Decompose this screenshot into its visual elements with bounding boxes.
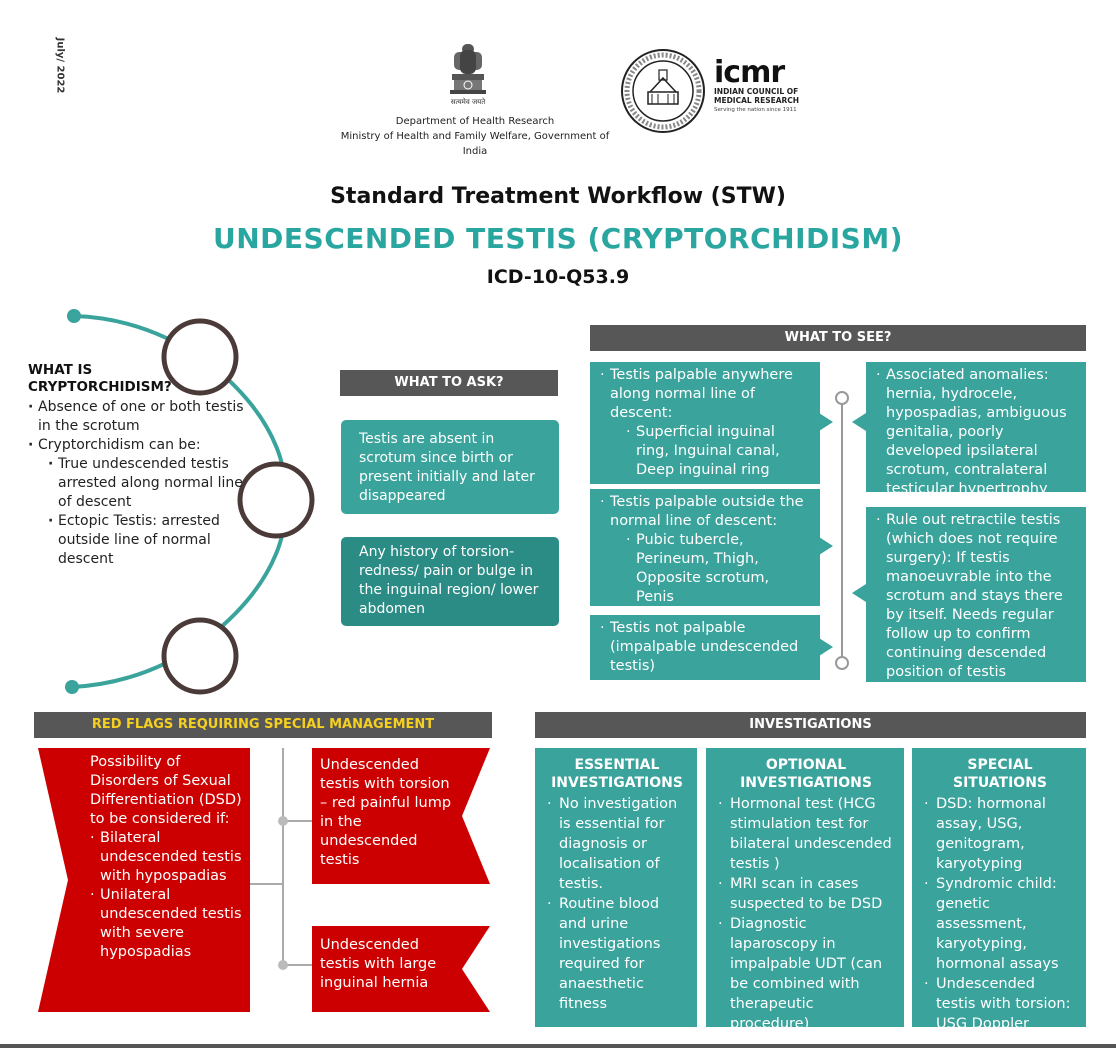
see-main-text: Associated anomalies: hernia, hydrocele,… (876, 366, 1076, 499)
national-emblem-logo: सत्यमेव जयते (440, 40, 496, 110)
department-text: Department of Health Research Ministry o… (330, 114, 620, 159)
red-flag-dsd-intro: Possibility of Disorders of Sexual Diffe… (90, 754, 242, 827)
arrow-left-icon (852, 584, 866, 602)
icmr-tagline: Serving the nation since 1911 (714, 107, 797, 113)
investigation-item: Syndromic child: genetic assessment, kar… (924, 874, 1076, 974)
arc-decoration (65, 309, 315, 695)
red-connector-dot (278, 816, 288, 826)
red-flag-hernia-shape (312, 926, 490, 1012)
see-main-text: Testis palpable outside the normal line … (600, 493, 810, 531)
what-is-item: Cryptorchidism can be: (28, 436, 258, 455)
what-is-subitem: True undescended testis arrested along n… (28, 455, 258, 512)
see-sub-text: Pubic tubercle, Perineum, Thigh, Opposit… (600, 531, 810, 607)
red-connector-h (250, 883, 284, 885)
red-connector-dot (278, 960, 288, 970)
arrow-right-icon (819, 537, 833, 555)
see-box-palpable-normal-line: Testis palpable anywhere along normal li… (590, 362, 820, 484)
see-box-palpable-outside-line: Testis palpable outside the normal line … (590, 489, 820, 606)
see-main-text: Testis not palpable (impalpable undescen… (600, 619, 810, 676)
icmr-fullname-1: INDIAN COUNCIL OF (714, 87, 799, 96)
icmr-seal-logo (620, 48, 706, 134)
optional-investigations-title: OPTIONAL INVESTIGATIONS (740, 757, 872, 791)
icmr-wordmark: icmr (714, 55, 785, 90)
red-flag-torsion-shape (312, 748, 490, 884)
investigation-item: Routine blood and urine investigations r… (547, 894, 687, 1014)
optional-investigations-box: OPTIONAL INVESTIGATIONS Hormonal test (H… (706, 748, 904, 1032)
red-flag-dsd-item: Bilateral undescended testis with hyposp… (90, 829, 250, 886)
investigation-item: No investigation is essential for diagno… (547, 794, 687, 894)
arrow-right-icon (819, 638, 833, 656)
emblem-motto: सत्यमेव जयते (450, 98, 486, 106)
see-box-associated-anomalies: Associated anomalies: hernia, hydrocele,… (866, 362, 1086, 497)
what-to-ask-header: WHAT TO ASK? (340, 370, 558, 396)
what-is-item: Absence of one or both testis in the scr… (28, 398, 258, 436)
date-label: July/ 2022 (54, 37, 66, 94)
investigation-item: Undescended testis with torsion: USG Dop… (924, 974, 1076, 1034)
see-box-not-palpable: Testis not palpable (impalpable undescen… (590, 615, 820, 680)
red-connector-v (282, 748, 284, 966)
department-name: Department of Health Research (395, 116, 555, 127)
icmr-fullname-2: MEDICAL RESEARCH (714, 95, 800, 105)
ask-box-absent-testis: Testis are absent in scrotum since birth… (341, 420, 559, 514)
special-situations-title: SPECIAL SITUATIONS (953, 757, 1047, 791)
arc-circle-top (161, 318, 239, 396)
connector-dot-top (835, 391, 849, 405)
investigation-item: Hormonal test (HCG stimulation test for … (718, 794, 894, 874)
essential-investigations-title: ESSENTIAL INVESTIGATIONS (551, 757, 683, 791)
icd-code: ICD-10-Q53.9 (486, 266, 630, 288)
connector-dot-bottom (835, 656, 849, 670)
red-connector-h (282, 820, 312, 822)
special-situations-box: SPECIAL SITUATIONS DSD: hormonal assay, … (912, 748, 1086, 1032)
see-box-retractile-testis: Rule out retractile testis (which does n… (866, 507, 1086, 682)
what-is-subitem: Ectopic Testis: arrested outside line of… (28, 512, 258, 569)
red-flag-dsd-box: Possibility of Disorders of Sexual Diffe… (90, 753, 250, 962)
red-connector-h (282, 964, 312, 966)
arrow-right-icon (819, 413, 833, 431)
red-flags-header: RED FLAGS REQUIRING SPECIAL MANAGEMENT (34, 712, 492, 738)
connector-line (841, 398, 843, 664)
red-flag-dsd-item: Unilateral undescended testis with sever… (90, 886, 250, 962)
workflow-title: Standard Treatment Workflow (STW) (330, 184, 786, 209)
arc-circle-bottom (161, 617, 239, 695)
arrow-left-icon (852, 413, 866, 431)
red-flag-hernia-box: Undescended testis with large inguinal h… (320, 937, 437, 991)
investigation-item: MRI scan in cases suspected to be DSD (718, 874, 894, 914)
condition-title: UNDESCENDED TESTIS (CRYPTORCHIDISM) (212, 222, 904, 255)
bottom-rule (0, 1044, 1116, 1048)
essential-investigations-box: ESSENTIAL INVESTIGATIONS No investigatio… (535, 748, 697, 1027)
ministry-name: Ministry of Health and Family Welfare, G… (340, 131, 610, 157)
see-main-text: Rule out retractile testis (which does n… (876, 511, 1076, 682)
arc-start-dot (67, 309, 81, 323)
investigation-item: DSD: hormonal assay, USG, genitogram, ka… (924, 794, 1076, 874)
investigation-item: Diagnostic laparoscopy in impalpable UDT… (718, 914, 894, 1034)
icmr-logo: icmr INDIAN COUNCIL OF MEDICAL RESEARCH … (714, 58, 804, 118)
ask-box-torsion-history: Any history of torsion- redness/ pain or… (341, 537, 559, 626)
what-to-see-header: WHAT TO SEE? (590, 325, 1086, 351)
red-flag-torsion-box: Undescended testis with torsion – red pa… (320, 757, 452, 868)
see-main-text: Testis palpable anywhere along normal li… (600, 366, 810, 423)
investigations-header: INVESTIGATIONS (535, 712, 1086, 738)
arc-end-dot (65, 680, 79, 694)
see-sub-text: Superficial inguinal ring, Inguinal cana… (600, 423, 810, 480)
